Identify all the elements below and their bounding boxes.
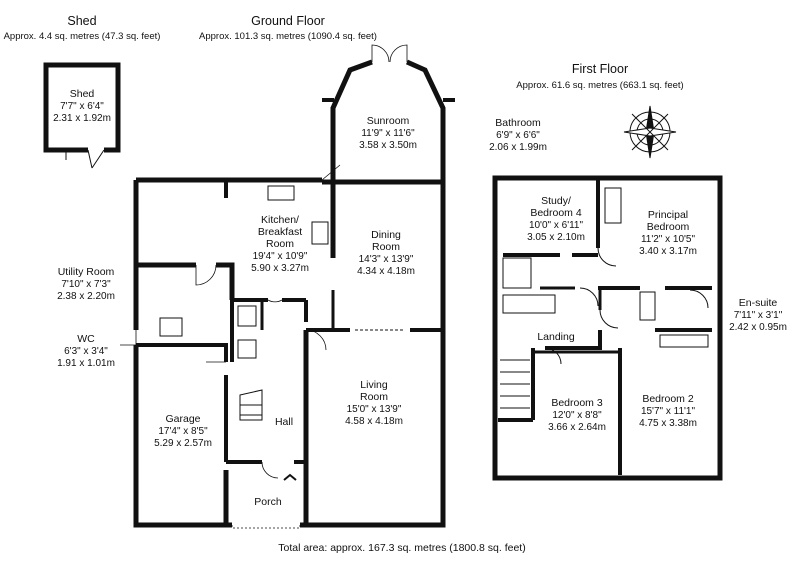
- room-shed-imperial: 7'7" x 6'4": [60, 101, 104, 112]
- room-bedroom2-imperial: 15'7" x 11'1": [641, 406, 696, 417]
- first-floor-walls: [492, 175, 723, 481]
- room-study-name-1: Study/: [541, 195, 571, 207]
- compass-icon: [623, 105, 677, 159]
- room-study-metric: 3.05 x 2.10m: [527, 232, 585, 243]
- room-shed-name: Shed: [70, 88, 95, 100]
- room-kitchen-metric: 5.90 x 3.27m: [251, 263, 309, 274]
- room-study-imperial: 10'0" x 6'11": [529, 220, 584, 231]
- room-bathroom-imperial: 6'9" x 6'6": [496, 130, 540, 141]
- room-kitchen-name-1: Kitchen/: [261, 214, 299, 226]
- room-kitchen-name-2: Breakfast: [258, 226, 302, 238]
- room-bedroom2-name: Bedroom 2: [642, 393, 694, 405]
- room-dining-name-1: Dining: [371, 229, 401, 241]
- ground-floor-walls: [133, 59, 455, 528]
- room-ensuite-metric: 2.42 x 0.95m: [729, 322, 787, 333]
- room-dining-name-2: Room: [372, 241, 400, 253]
- shed-outline: [43, 62, 121, 169]
- room-sunroom-metric: 3.58 x 3.50m: [359, 140, 417, 151]
- room-living-metric: 4.58 x 4.18m: [345, 416, 403, 427]
- ground-floor-windows: [133, 120, 446, 528]
- room-ensuite-imperial: 7'11" x 3'1": [734, 310, 783, 321]
- room-dining-imperial: 14'3" x 13'9": [359, 254, 414, 265]
- ground-floor-area: Approx. 101.3 sq. metres (1090.4 sq. fee…: [199, 31, 377, 42]
- first-floor-fixtures: [500, 187, 709, 409]
- room-wc-name: WC: [77, 333, 95, 345]
- room-garage-imperial: 17'4" x 8'5": [158, 426, 208, 437]
- room-principal-metric: 3.40 x 3.17m: [639, 246, 697, 257]
- room-bathroom-metric: 2.06 x 1.99m: [489, 142, 547, 153]
- room-utility-name: Utility Room: [58, 266, 115, 278]
- ground-floor-title: Ground Floor: [251, 14, 325, 28]
- shed-area: Approx. 4.4 sq. metres (47.3 sq. feet): [4, 31, 161, 42]
- room-kitchen-name-3: Room: [266, 238, 294, 250]
- room-sunroom-name: Sunroom: [367, 115, 410, 127]
- room-principal-name-1: Principal: [648, 209, 688, 221]
- first-floor-area: Approx. 61.6 sq. metres (663.1 sq. feet): [516, 80, 683, 91]
- room-bedroom3-imperial: 12'0" x 8'8": [552, 410, 602, 421]
- room-landing-name: Landing: [537, 331, 575, 343]
- room-sunroom-imperial: 11'9" x 11'6": [361, 128, 415, 139]
- first-floor-title: First Floor: [572, 62, 628, 76]
- room-garage-metric: 5.29 x 2.57m: [154, 438, 212, 449]
- room-ensuite-name: En-suite: [739, 297, 778, 309]
- room-principal-name-2: Bedroom: [647, 221, 690, 233]
- first-floor-windows: [492, 175, 723, 481]
- room-garage-name: Garage: [165, 413, 200, 425]
- room-living-name-2: Room: [360, 391, 388, 403]
- room-living-imperial: 15'0" x 13'9": [347, 404, 402, 415]
- shed-title: Shed: [67, 14, 96, 28]
- room-bedroom3-metric: 3.66 x 2.64m: [548, 422, 606, 433]
- room-labels: Shed 7'7" x 6'4" 2.31 x 1.92m Sunroom 11…: [53, 88, 787, 508]
- room-bathroom-name: Bathroom: [495, 117, 541, 129]
- room-study-name-2: Bedroom 4: [530, 207, 582, 219]
- ground-floor-fixtures: [159, 185, 329, 481]
- room-bedroom3-name: Bedroom 3: [551, 397, 603, 409]
- room-living-name-1: Living: [360, 379, 388, 391]
- room-porch-name: Porch: [254, 496, 282, 508]
- room-wc-metric: 1.91 x 1.01m: [57, 358, 115, 369]
- room-wc-imperial: 6'3" x 3'4": [64, 346, 108, 357]
- room-utility-metric: 2.38 x 2.20m: [57, 291, 115, 302]
- room-shed-metric: 2.31 x 1.92m: [53, 113, 111, 124]
- room-principal-imperial: 11'2" x 10'5": [641, 234, 696, 245]
- room-kitchen-imperial: 19'4" x 10'9": [253, 251, 308, 262]
- total-area: Total area: approx. 167.3 sq. metres (18…: [278, 542, 525, 554]
- section-headings: Shed Approx. 4.4 sq. metres (47.3 sq. fe…: [4, 14, 684, 91]
- room-hall-name: Hall: [275, 416, 293, 428]
- ground-floor-doors: [120, 44, 408, 529]
- room-bedroom2-metric: 4.75 x 3.38m: [639, 418, 697, 429]
- room-dining-metric: 4.34 x 4.18m: [357, 266, 415, 277]
- room-utility-imperial: 7'10" x 7'3": [61, 279, 111, 290]
